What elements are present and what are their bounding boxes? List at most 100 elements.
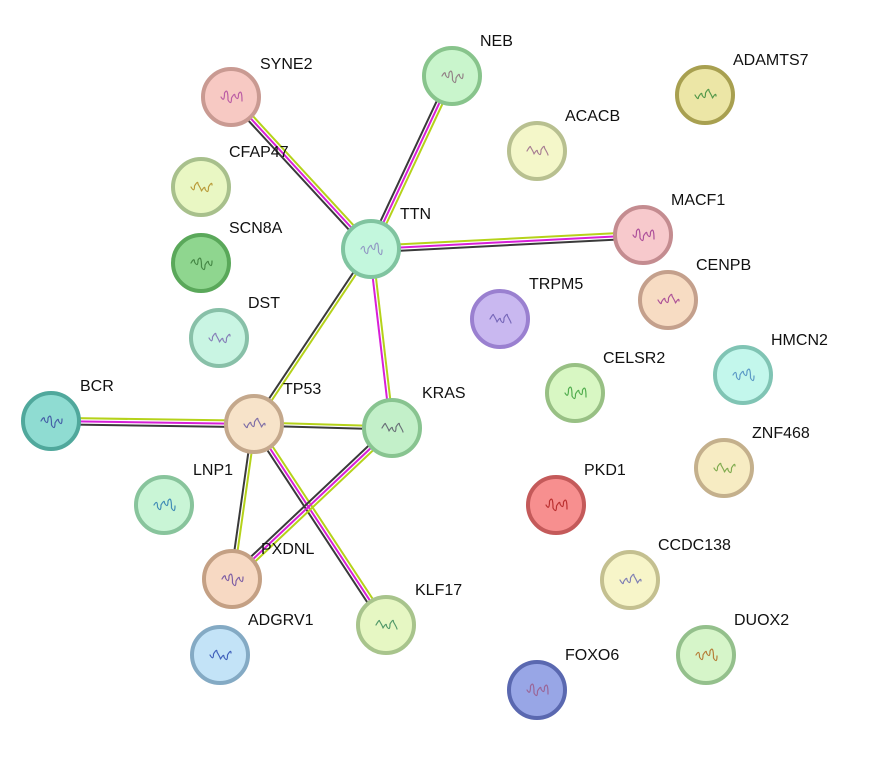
protein-structure-icon <box>619 573 642 585</box>
edges-layer <box>50 74 644 628</box>
node-label: CCDC138 <box>658 537 731 554</box>
edge-line-black <box>371 237 644 254</box>
edge-ttn-tp53[interactable] <box>251 247 374 426</box>
protein-structure-icon <box>208 332 231 344</box>
node-syne2[interactable]: SYNE2 <box>201 56 313 127</box>
node-label: PXDNL <box>261 541 314 558</box>
edge-line-yellow-green <box>233 429 395 583</box>
node-bcr[interactable]: BCR <box>21 378 114 451</box>
node-label: ZNF468 <box>752 425 810 442</box>
protein-structure-icon <box>694 88 717 100</box>
protein-structure-icon <box>526 145 549 156</box>
node-kras[interactable]: KRAS <box>362 385 466 458</box>
edge-line-magenta <box>370 75 453 250</box>
node-znf468[interactable]: ZNF468 <box>694 425 810 498</box>
node-label: TRPM5 <box>529 276 583 293</box>
edge-line-magenta <box>230 96 372 250</box>
node-label: CFAP47 <box>229 144 289 161</box>
protein-structure-icon <box>190 257 213 271</box>
edge-neb-ttn[interactable] <box>367 74 456 251</box>
node-macf1[interactable]: MACF1 <box>613 192 725 265</box>
node-ccdc138[interactable]: CCDC138 <box>600 537 731 610</box>
edge-tp53-klf17[interactable] <box>250 421 390 628</box>
node-trpm5[interactable]: TRPM5 <box>470 276 583 349</box>
edge-line-yellow-green <box>255 421 390 624</box>
node-pxdnl[interactable]: PXDNL <box>202 541 314 609</box>
node-hmcn2[interactable]: HMCN2 <box>713 332 828 405</box>
node-ttn[interactable]: TTN <box>341 206 431 279</box>
node-duox2[interactable]: DUOX2 <box>676 612 789 685</box>
node-cenpb[interactable]: CENPB <box>638 257 751 330</box>
edge-line-yellow-green <box>232 94 375 248</box>
protein-structure-icon <box>40 415 63 429</box>
edge-line-magenta <box>368 249 392 429</box>
edge-line-black <box>229 424 391 578</box>
node-label: KLF17 <box>415 582 462 599</box>
node-circle[interactable] <box>676 625 736 685</box>
node-pkd1[interactable]: PKD1 <box>526 462 626 535</box>
node-circle[interactable] <box>190 625 250 685</box>
edge-line-black <box>50 423 254 429</box>
node-dst[interactable]: DST <box>189 295 280 368</box>
node-circle[interactable] <box>613 205 673 265</box>
node-label: PKD1 <box>584 462 626 479</box>
edge-line-black <box>227 98 370 252</box>
node-adgrv1[interactable]: ADGRV1 <box>190 612 314 685</box>
node-foxo6[interactable]: FOXO6 <box>507 647 619 720</box>
node-circle[interactable] <box>526 475 586 535</box>
node-label: DST <box>248 295 280 312</box>
edge-line-yellow-green <box>254 249 374 426</box>
edge-ttn-macf1[interactable] <box>370 230 644 254</box>
protein-structure-icon <box>190 181 213 193</box>
protein-structure-icon <box>441 70 464 84</box>
node-label: ADGRV1 <box>248 612 314 629</box>
protein-structure-icon <box>360 242 383 256</box>
edge-bcr-tp53[interactable] <box>50 416 255 429</box>
node-scn8a[interactable]: SCN8A <box>171 220 283 293</box>
edge-syne2-ttn[interactable] <box>227 94 375 252</box>
node-circle[interactable] <box>134 475 194 535</box>
node-label: TP53 <box>283 381 321 398</box>
protein-structure-icon <box>732 368 755 382</box>
protein-structure-icon <box>375 619 398 630</box>
protein-structure-icon <box>713 462 736 474</box>
node-circle[interactable] <box>171 157 231 217</box>
node-lnp1[interactable]: LNP1 <box>134 462 233 535</box>
node-circle[interactable] <box>189 308 249 368</box>
node-label: KRAS <box>422 385 466 402</box>
node-circle[interactable] <box>694 438 754 498</box>
node-circle[interactable] <box>507 660 567 720</box>
node-neb[interactable]: NEB <box>422 33 513 106</box>
node-cfap47[interactable]: CFAP47 <box>171 144 289 217</box>
node-tp53[interactable]: TP53 <box>224 381 321 454</box>
protein-structure-icon <box>526 683 549 697</box>
protein-structure-icon <box>564 386 587 400</box>
node-label: ACACB <box>565 108 620 125</box>
protein-structure-icon <box>221 573 244 587</box>
edge-kras-pxdnl[interactable] <box>229 424 395 583</box>
node-label: CELSR2 <box>603 350 665 367</box>
node-label: TTN <box>400 206 431 223</box>
edge-line-yellow-green <box>370 230 643 247</box>
node-label: CENPB <box>696 257 751 274</box>
node-klf17[interactable]: KLF17 <box>356 582 462 655</box>
edge-line-magenta <box>231 427 393 580</box>
node-circle[interactable] <box>201 67 261 127</box>
node-circle[interactable] <box>713 345 773 405</box>
protein-structure-icon <box>381 422 404 433</box>
node-circle[interactable] <box>341 219 401 279</box>
protein-structure-icon <box>657 293 680 305</box>
node-celsr2[interactable]: CELSR2 <box>545 350 665 423</box>
protein-structure-icon <box>545 498 568 512</box>
node-label: NEB <box>480 33 513 50</box>
node-adamts7[interactable]: ADAMTS7 <box>675 52 809 125</box>
edge-line-magenta <box>253 423 387 626</box>
node-circle[interactable] <box>545 363 605 423</box>
node-acacb[interactable]: ACACB <box>507 108 620 181</box>
node-label: SYNE2 <box>260 56 313 73</box>
protein-structure-icon <box>209 649 232 661</box>
protein-structure-icon <box>243 417 266 429</box>
edge-ttn-kras[interactable] <box>368 248 395 429</box>
node-label: LNP1 <box>193 462 233 479</box>
